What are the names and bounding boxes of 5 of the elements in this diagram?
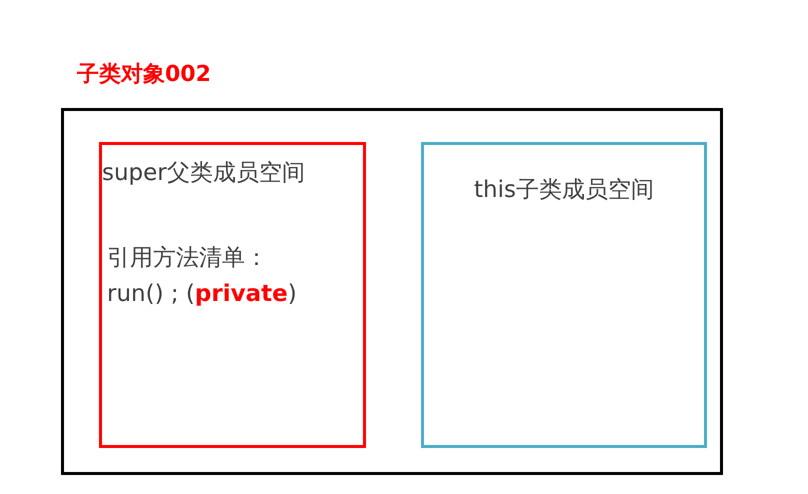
box-title: super父类成员空间 [102,160,305,188]
body-text: 引用方法清单： [107,245,268,273]
body-text: run() ; (private) [107,281,297,309]
heading: 子类对象002 [77,62,211,88]
box-title: this子类成员空间 [473,177,655,205]
